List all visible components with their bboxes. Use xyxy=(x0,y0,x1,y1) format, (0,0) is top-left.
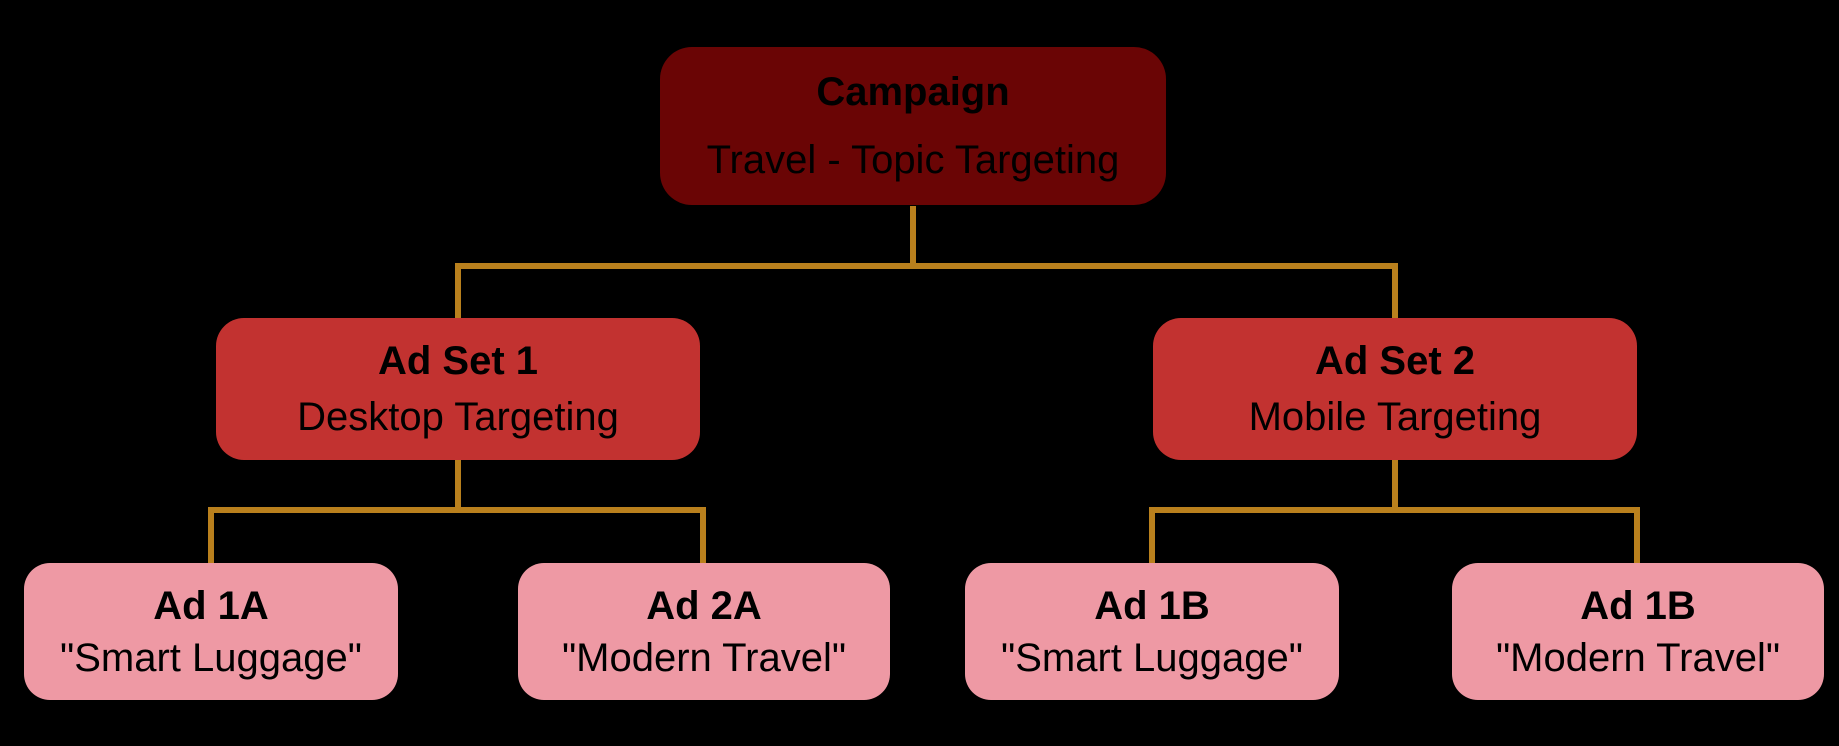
adset2-subtitle: Mobile Targeting xyxy=(1248,395,1542,439)
node-ad-2a: Ad 2A "Modern Travel" xyxy=(518,563,890,700)
node-ad-1b-smart-luggage: Ad 1B "Smart Luggage" xyxy=(965,563,1339,700)
connector-campaign-to-adsets xyxy=(455,206,1398,318)
adset1-title: Ad Set 1 xyxy=(377,339,539,383)
node-adset-2: Ad Set 2 Mobile Targeting xyxy=(1153,318,1637,460)
node-ad-1a: Ad 1A "Smart Luggage" xyxy=(24,563,398,700)
node-adset-1: Ad Set 1 Desktop Targeting xyxy=(216,318,700,460)
ad2a-title: Ad 2A xyxy=(646,583,762,628)
ad1b-right-subtitle: "Modern Travel" xyxy=(1495,635,1781,680)
connector-adset2-to-ads xyxy=(1149,460,1640,563)
campaign-title: Campaign xyxy=(816,70,1010,114)
campaign-subtitle: Travel - Topic Targeting xyxy=(706,138,1120,182)
ad1a-title: Ad 1A xyxy=(153,583,269,628)
ad1b-left-subtitle: "Smart Luggage" xyxy=(1001,635,1303,680)
adset2-title: Ad Set 2 xyxy=(1314,339,1476,383)
node-campaign: Campaign Travel - Topic Targeting xyxy=(660,47,1166,205)
ad2a-subtitle: "Modern Travel" xyxy=(561,635,847,680)
connector-adset1-to-ads xyxy=(208,460,706,563)
ad1b-right-title: Ad 1B xyxy=(1580,583,1696,628)
adset1-subtitle: Desktop Targeting xyxy=(297,395,619,439)
node-ad-1b-modern-travel: Ad 1B "Modern Travel" xyxy=(1452,563,1824,700)
ad1b-left-title: Ad 1B xyxy=(1094,583,1210,628)
ad1a-subtitle: "Smart Luggage" xyxy=(60,635,362,680)
